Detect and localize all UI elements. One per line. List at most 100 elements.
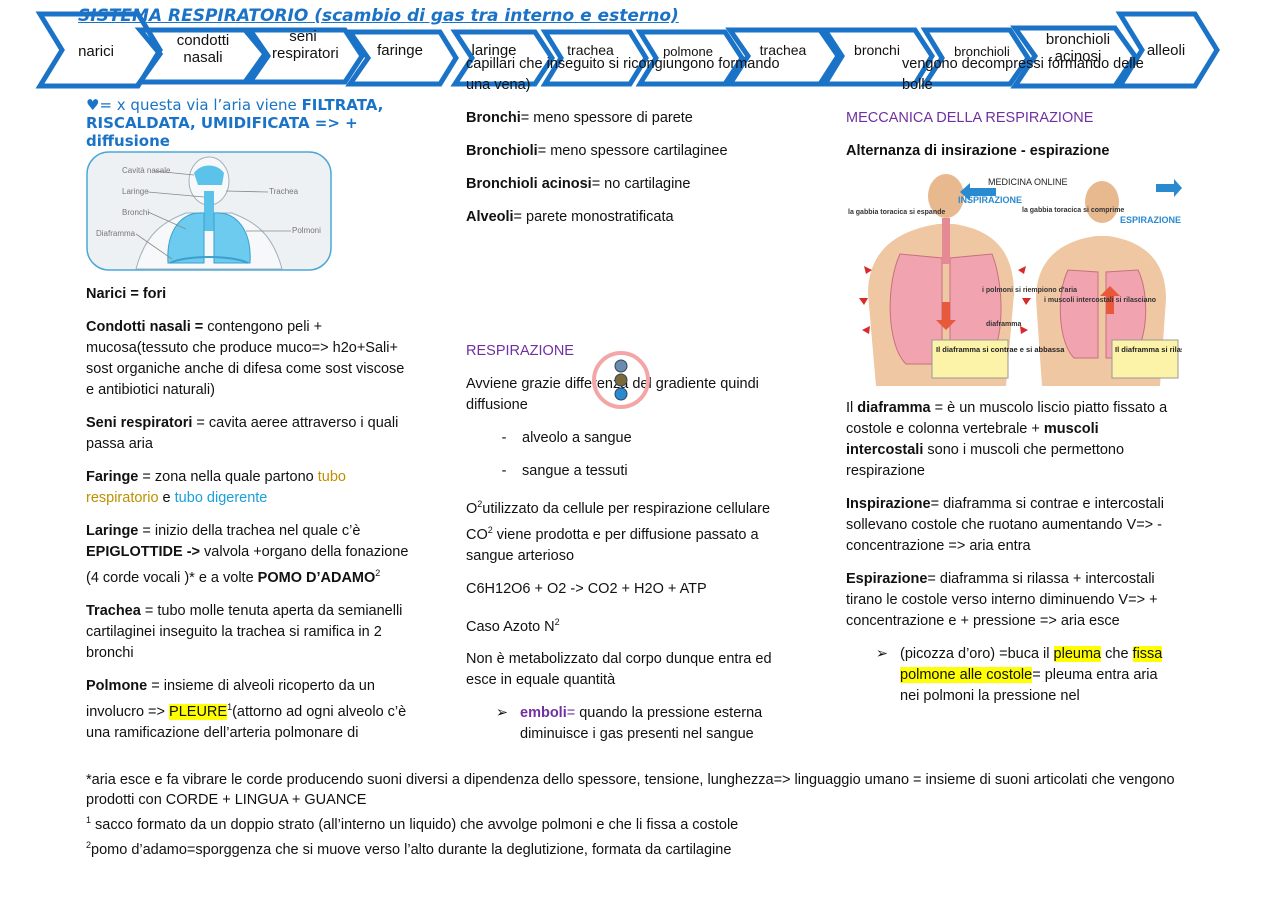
text: (picozza d’oro) =buca il [900,646,1054,662]
alternanza-line: Alternanza di insirazione - espirazione [846,141,1176,162]
diaframma-line: Il diaframma = è un muscolo liscio piatt… [846,398,1176,482]
sup: 2 [554,616,560,627]
alternanza: Alternanza di insirazione - espirazione [846,143,1110,159]
definition: valvola +organo della fonazione (4 corde… [86,544,409,586]
definition: = insieme di alveoli ricoperto da un inv… [86,677,375,720]
chevron-label: condotti nasali [176,32,230,66]
bronchi-line: Bronchi= meno spessore di parete [466,108,796,129]
term: Polmone [86,677,148,694]
term: Laringe [86,523,139,539]
sup: 2 [477,499,483,509]
condotti-line: Condotti nasali = contengono peli + muco… [86,317,416,401]
chevron-shape [820,27,935,87]
chevron-label: seni respiratori [272,28,339,62]
illustration-box: Il diaframma si rilascia e risale [1115,345,1182,354]
column-middle: capillari che inseguito si ricongiungono… [466,54,796,240]
diagram-label: Bronchi [122,208,149,217]
chevron-shape [540,29,649,87]
lungs-badge-icon [592,351,650,409]
text: = pleuma entra aria nei polmoni la press… [900,667,1158,704]
chevron-shape [725,27,842,87]
continued-text: capillari che inseguito si ricongiungono… [466,56,780,93]
intro-text: = x questa via l’aria viene [99,96,302,114]
emboli-eq: = [566,705,576,722]
pomo-adamo: POMO D’ADAMO [257,569,376,586]
illustration-label: la gabbia toracica si espande [848,209,945,216]
chevron-shape [245,27,365,85]
column-left: Narici = fori Condotti nasali = contengo… [86,284,416,756]
epiglottide: EPIGLOTTIDE -> [86,544,200,560]
meccanica-heading: MECCANICA DELLA RESPIRAZIONE [846,110,1094,126]
narici-line: Narici = fori [86,284,416,305]
narici-term: Narici = fori [86,286,167,302]
definition: = meno spessore cartilaginee [537,143,728,159]
definition: = tubo molle tenuta aperta da semianelli… [86,602,403,661]
alveoli-line: Alveoli= parete monostratificata [466,207,796,228]
text: O [466,500,478,517]
definition: = zona nella quale partono [138,469,318,485]
term: Alveoli [466,209,514,225]
bronchioli-line: Bronchioli= meno spessore cartilaginee [466,141,796,162]
azoto-line: Caso Azoto N2 [466,612,796,638]
text: Caso Azoto N [466,618,555,635]
arrow-bullet-icon: ➢ [495,705,509,722]
column-right-lower: Il diaframma = è un muscolo liscio piatt… [846,398,1176,719]
definition: (attorno ad ogni alveolo c’è una ramific… [86,703,407,741]
definition: = meno spessore di parete [520,110,693,126]
diagram-label: Cavità nasale [122,166,171,175]
chevron-shape [450,29,555,87]
chevron-label: bronchi [854,42,900,58]
footnote-ref: 2 [375,568,381,578]
term: Seni respiratori [86,415,193,431]
respirazione-heading: RESPIRAZIONE [466,343,574,359]
chevron-label: alleoli [1146,42,1186,59]
text: pomo d’adamo=sporggenza che si muove ver… [91,841,732,858]
respirazione-text: Avviene grazie differenza del gradiente … [466,376,759,413]
chevron-label: bronchioli acinosi [1045,31,1111,65]
definition: quando la pressione esterna diminuisce i… [520,705,763,743]
diagram-label: Diaframma [96,229,136,238]
page-title: SISTEMA RESPIRATORIO (scambio di gas tra… [78,6,679,26]
emboli-item: ➢emboli= quando la pressione esterna dim… [466,703,796,745]
text: che [1101,646,1133,662]
breathing-illustration: MEDICINA ONLINE INSPIRAZIONE ESPIRAZIONE… [846,174,1182,386]
formula: C6H12O6 + O2 -> CO2 + H2O + ATP [466,580,707,597]
tubo-respiratorio: tubo respiratorio [86,469,346,506]
term: Bronchioli acinosi [466,176,592,192]
definition: = no cartilagine [591,176,691,192]
text: utilizzato da cellule per respirazione c… [466,500,771,543]
definition: sono i muscoli che permettono respirazio… [846,442,1125,479]
term: Condotti nasali = [86,319,204,335]
column-right: vengono decompressi formando delle bolle [902,54,1172,108]
illustration-box: Il diaframma si contrae e si abbassa [936,345,1065,354]
column-middle-lower: RESPIRAZIONE Avviene grazie differenza d… [466,341,796,757]
dash-icon: - [501,430,507,446]
dash-icon: - [501,463,507,479]
footnote-ref: 1 [227,701,233,712]
dash-text: alveolo a sangue [522,430,632,446]
chevron-flow [35,11,1220,89]
chevron-shape [35,11,163,89]
term: Bronchi [466,110,521,126]
diagram-label: Laringe [122,187,149,196]
faringe-line: Faringe = zona nella quale partono tubo … [86,467,416,509]
pleuma-highlight: pleuma [1053,646,1102,662]
sup: 1 [86,815,92,825]
sup: 2 [86,839,92,850]
illustration-label: la gabbia toracica si comprime [1022,207,1124,214]
term: muscoli intercostali [846,421,1099,458]
intro-heading: ♥= x questa via l’aria viene FILTRATA, R… [86,96,406,150]
term: Bronchioli [466,143,538,159]
illustration-label: diaframma [986,321,1022,328]
dash-text: sangue a tessuti [522,463,628,479]
intro-bold: FILTRATA, RISCALDATA, UMIDIFICATA => + d… [86,96,384,150]
term: Faringe [86,469,139,485]
illustration-insp: INSPIRAZIONE [958,195,1022,205]
term: Espirazione [846,571,928,587]
dash-item: -sangue a tessuti [466,461,796,482]
chevron-label: faringe [377,42,423,59]
illustration-label: i muscoli intercostali si rilasciano [1044,297,1156,304]
laringe-line: Laringe = inizio della trachea nel quale… [86,521,416,589]
chevron-shape [134,27,269,85]
text: sacco formato da un doppio strato (all’i… [91,816,739,833]
